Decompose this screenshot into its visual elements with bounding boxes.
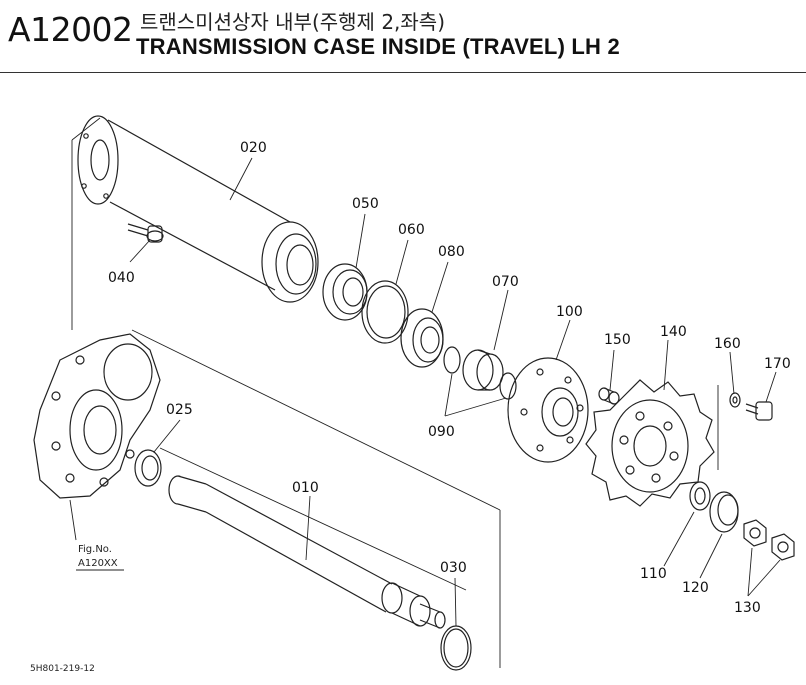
callout-150: 150 <box>604 332 631 348</box>
callout-060: 060 <box>398 222 425 238</box>
part-050-bearing <box>322 263 368 321</box>
transmission-case-housing <box>33 333 161 499</box>
callout-090: 090 <box>428 424 455 440</box>
part-070-collar <box>462 349 504 391</box>
part-110-washer <box>689 481 711 511</box>
page-header: A12002 트랜스미션상자 내부(주행제 2,좌측) TRANSMISSION… <box>0 0 806 72</box>
callout-120: 120 <box>682 580 709 596</box>
callout-030: 030 <box>440 560 467 576</box>
part-150-pins <box>598 387 620 405</box>
part-030-o-ring <box>440 625 472 671</box>
callout-160: 160 <box>714 336 741 352</box>
part-040-bolt <box>127 223 164 243</box>
part-130-nuts <box>743 519 795 561</box>
drawing-number: 5H801-219-12 <box>30 664 95 674</box>
part-100-hub <box>507 357 589 463</box>
title-korean: 트랜스미션상자 내부(주행제 2,좌측) <box>140 10 446 34</box>
callout-040: 040 <box>108 270 135 286</box>
callout-050: 050 <box>352 196 379 212</box>
callout-080: 080 <box>438 244 465 260</box>
diagram-code: A12002 <box>8 10 133 49</box>
title-english: TRANSMISSION CASE INSIDE (TRAVEL) LH 2 <box>136 34 620 59</box>
part-025-ring <box>134 449 162 487</box>
callout-025: 025 <box>166 402 193 418</box>
part-140-sprocket <box>585 379 715 507</box>
callout-170: 170 <box>764 356 791 372</box>
fig-ref-number: A120XX <box>78 558 118 569</box>
part-010-shaft <box>168 475 446 629</box>
part-160-washer <box>729 392 741 408</box>
part-090-o-rings <box>443 346 517 400</box>
leader-lines <box>69 157 781 627</box>
callout-070: 070 <box>492 274 519 290</box>
callout-labels: 020 040 050 060 080 070 090 100 150 140 … <box>76 140 791 616</box>
callout-010: 010 <box>292 480 319 496</box>
callout-020: 020 <box>240 140 267 156</box>
part-170-bolt <box>745 401 773 421</box>
callout-130: 130 <box>734 600 761 616</box>
callout-140: 140 <box>660 324 687 340</box>
part-020-sleeve <box>77 115 319 303</box>
header-divider <box>0 72 806 73</box>
fig-ref-label: Fig.No. <box>78 544 112 555</box>
callout-100: 100 <box>556 304 583 320</box>
assembly-boundary <box>71 117 719 668</box>
part-060-snap-ring <box>361 280 409 344</box>
part-080-seal <box>400 308 444 368</box>
part-120-plate <box>709 491 739 533</box>
callout-110: 110 <box>640 566 667 582</box>
